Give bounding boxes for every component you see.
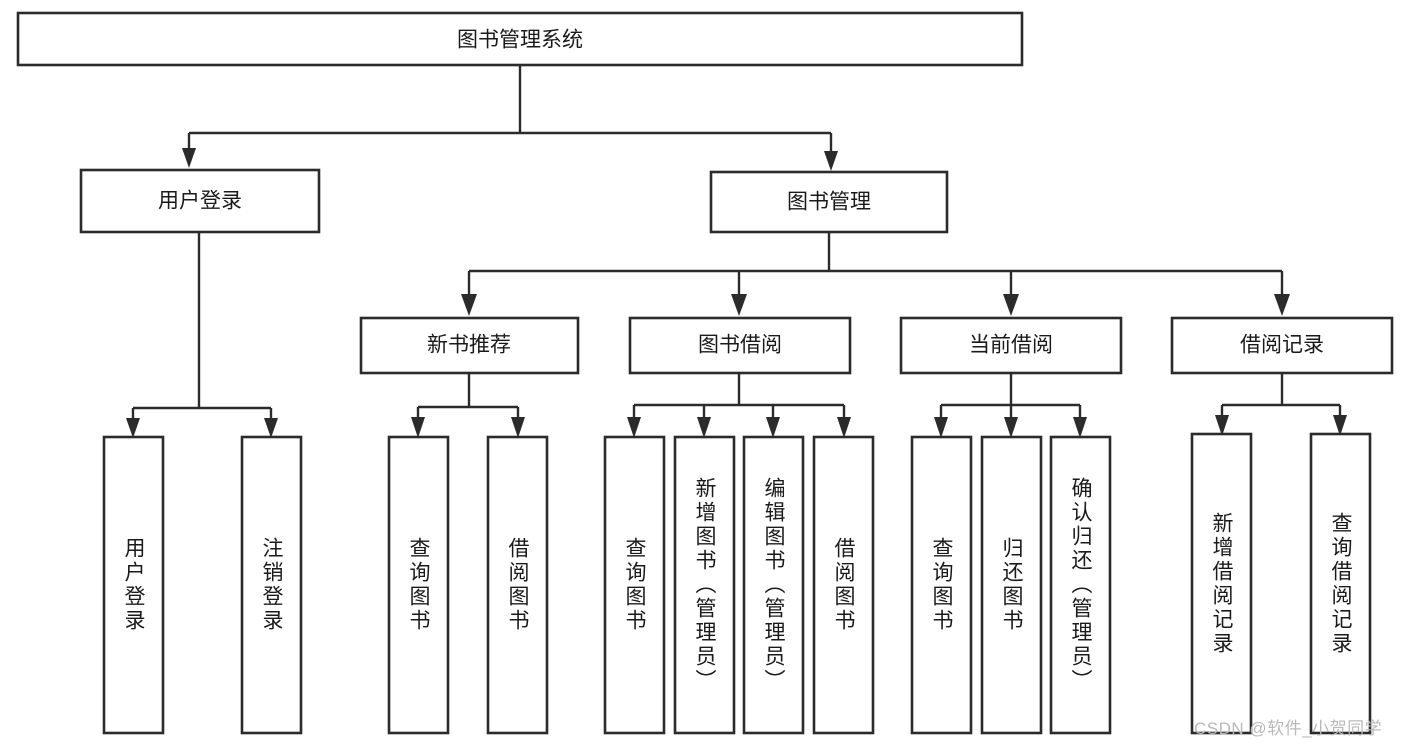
arrowhead-book-manage bbox=[824, 151, 838, 171]
node-leaf-record-query[interactable] bbox=[1309, 432, 1372, 735]
arrowhead-leaf-record-add bbox=[1215, 415, 1229, 436]
connector-group-new-book-rec bbox=[411, 373, 525, 438]
arrowhead-user-login bbox=[182, 148, 196, 168]
arrowhead-new-book-rec bbox=[461, 294, 477, 316]
connector-group-user-login bbox=[126, 232, 278, 438]
connector-group-root bbox=[182, 65, 838, 171]
node-root[interactable] bbox=[16, 11, 1024, 67]
connector-group-borrow-record bbox=[1215, 373, 1347, 436]
arrowhead-current-borrow bbox=[1003, 294, 1019, 316]
arrowhead-leaf-user-logout bbox=[264, 418, 278, 438]
node-new-book-rec-label: 新书推荐 bbox=[427, 334, 511, 357]
node-book-manage-label: 图书管理 bbox=[787, 191, 871, 214]
node-leaf-borrow-add[interactable] bbox=[673, 435, 736, 735]
node-current-borrow[interactable] bbox=[899, 316, 1123, 375]
node-leaf-borrow-edit[interactable] bbox=[742, 435, 805, 735]
node-book-manage[interactable] bbox=[709, 170, 949, 234]
arrowhead-borrow-record bbox=[1274, 294, 1290, 316]
node-borrow-record[interactable] bbox=[1170, 316, 1394, 375]
node-leaf-rec-query[interactable] bbox=[387, 435, 450, 735]
arrowhead-leaf-borrow-lend bbox=[837, 417, 851, 438]
node-book-borrow-label: 图书借阅 bbox=[698, 334, 782, 357]
node-new-book-rec[interactable] bbox=[359, 316, 580, 375]
connector-group-book-borrow bbox=[627, 373, 851, 438]
arrowhead-leaf-borrow-add bbox=[697, 417, 711, 438]
arrowhead-leaf-rec-borrow bbox=[511, 417, 525, 438]
arrowhead-leaf-current-query bbox=[934, 417, 948, 438]
node-borrow-record-label: 借阅记录 bbox=[1240, 334, 1324, 357]
node-leaf-rec-borrow[interactable] bbox=[486, 435, 549, 735]
arrowhead-leaf-rec-query bbox=[411, 417, 425, 438]
node-leaf-user-login[interactable] bbox=[102, 435, 165, 735]
node-root-label: 图书管理系统 bbox=[457, 29, 583, 52]
arrowhead-leaf-borrow-edit bbox=[766, 417, 780, 438]
node-leaf-current-return[interactable] bbox=[980, 435, 1043, 735]
node-leaf-user-logout[interactable] bbox=[240, 435, 303, 735]
watermark-text: CSDN @软件_小贺同学 bbox=[1194, 719, 1383, 738]
node-leaf-borrow-query[interactable] bbox=[603, 435, 666, 735]
arrowhead-leaf-record-query bbox=[1333, 415, 1347, 436]
node-leaf-record-add[interactable] bbox=[1190, 432, 1253, 735]
arrowhead-leaf-user-login bbox=[126, 418, 140, 438]
node-user-login-label: 用户登录 bbox=[158, 190, 242, 213]
node-book-borrow[interactable] bbox=[628, 316, 852, 375]
arrowhead-leaf-borrow-query bbox=[627, 417, 641, 438]
arrowhead-leaf-current-confirm bbox=[1073, 417, 1087, 438]
connector-group-book-manage bbox=[461, 232, 1290, 316]
node-leaf-current-confirm[interactable] bbox=[1049, 435, 1112, 735]
node-leaf-borrow-lend[interactable] bbox=[812, 435, 875, 735]
node-leaf-current-query[interactable] bbox=[910, 435, 973, 735]
arrowhead-book-borrow bbox=[731, 294, 747, 316]
connector-group-current-borrow bbox=[934, 373, 1087, 438]
node-current-borrow-label: 当前借阅 bbox=[969, 334, 1053, 357]
node-user-login[interactable] bbox=[79, 168, 321, 234]
arrowhead-leaf-current-return bbox=[1004, 417, 1018, 438]
